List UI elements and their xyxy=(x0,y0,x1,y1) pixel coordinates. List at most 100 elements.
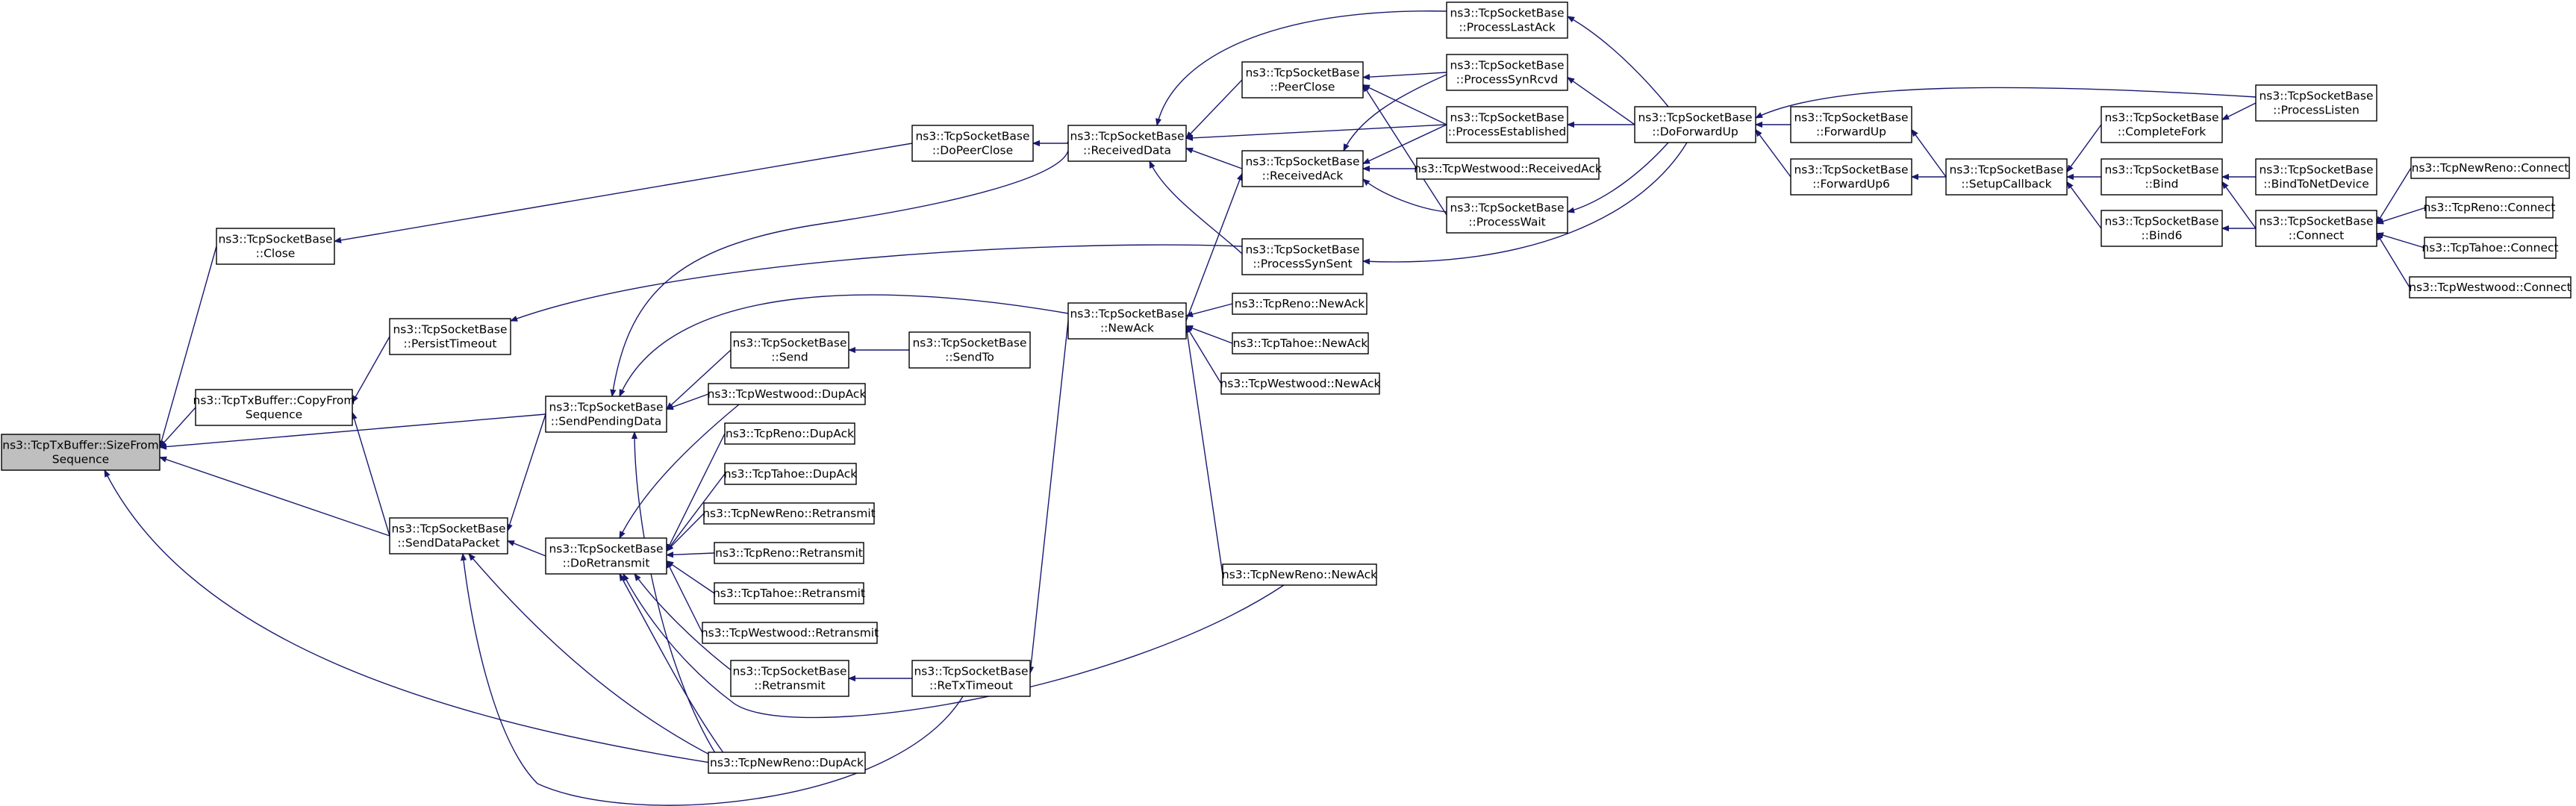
node-receivedack[interactable]: ns3::TcpSocketBase::ReceivedAck xyxy=(1241,150,1364,187)
edge-westwood_newack-to-newack xyxy=(1186,326,1222,384)
node-processsynrcvd[interactable]: ns3::TcpSocketBase::ProcessSynRcvd xyxy=(1446,54,1568,91)
node-send[interactable]: ns3::TcpSocketBase::Send xyxy=(730,331,849,369)
node-label: ::ReTxTimeout xyxy=(929,679,1013,693)
node-doforwardup[interactable]: ns3::TcpSocketBase::DoForwardUp xyxy=(1634,106,1756,143)
edge-newreno_connect-to-connect xyxy=(2377,167,2412,223)
node-completefork[interactable]: ns3::TcpSocketBase::CompleteFork xyxy=(2101,106,2223,143)
node-forwardup6[interactable]: ns3::TcpSocketBase::ForwardUp6 xyxy=(1790,158,1912,196)
node-label: ns3::TcpWestwood::Retransmit xyxy=(701,626,879,640)
node-retransmit[interactable]: ns3::TcpSocketBase::Retransmit xyxy=(730,660,849,697)
node-processlisten[interactable]: ns3::TcpSocketBase::ProcessListen xyxy=(2255,84,2377,122)
node-label: ns3::TcpReno::Retransmit xyxy=(715,546,863,560)
node-label: ns3::TcpTahoe::Retransmit xyxy=(713,587,865,600)
edge-processsynsent-to-persist xyxy=(511,244,1243,321)
edge-senddatapacket-to-copyfrom xyxy=(352,413,390,537)
node-label: ::DoRetransmit xyxy=(563,557,650,570)
node-box xyxy=(730,660,849,697)
node-westwood-receivedack[interactable]: ns3::TcpWestwood::ReceivedAck xyxy=(1414,157,1602,180)
node-label: ns3::TcpSocketBase xyxy=(1450,59,1564,72)
node-processestablished[interactable]: ns3::TcpSocketBase::ProcessEstablished xyxy=(1446,106,1568,143)
node-close[interactable]: ns3::TcpSocketBase::Close xyxy=(216,228,335,265)
node-setupcallback[interactable]: ns3::TcpSocketBase::SetupCallback xyxy=(1945,158,2068,196)
node-label: ns3::TcpSocketBase xyxy=(1245,243,1359,257)
edge-senddatapacket-to-sizefrom xyxy=(160,457,390,537)
edge-newack-to-sendpending xyxy=(619,294,1069,396)
node-box xyxy=(389,517,508,554)
node-label: ::PeerClose xyxy=(1270,81,1335,94)
node-tahoe-dupack[interactable]: ns3::TcpTahoe::DupAck xyxy=(724,463,858,485)
node-sendpending[interactable]: ns3::TcpSocketBase::SendPendingData xyxy=(545,396,667,433)
edge-reno_dupack-to-doretransmit xyxy=(666,433,726,551)
node-box xyxy=(1241,61,1364,99)
node-retxtimeout[interactable]: ns3::TcpSocketBase::ReTxTimeout xyxy=(911,660,1031,697)
node-label: ns3::TcpSocketBase xyxy=(549,401,663,414)
node-label: ::CompleteFork xyxy=(2118,125,2206,139)
node-senddatapacket[interactable]: ns3::TcpSocketBase::SendDataPacket xyxy=(389,517,508,554)
node-processsynsent[interactable]: ns3::TcpSocketBase::ProcessSynSent xyxy=(1241,238,1364,275)
node-newreno-newack[interactable]: ns3::TcpNewReno::NewAck xyxy=(1222,563,1377,586)
edge-newack-to-receivedack xyxy=(1185,174,1243,322)
node-persist[interactable]: ns3::TcpSocketBase::PersistTimeout xyxy=(389,318,511,355)
node-sendto[interactable]: ns3::TcpSocketBase::SendTo xyxy=(908,331,1031,369)
node-box xyxy=(216,228,335,265)
edge-retransmit-to-doretransmit xyxy=(634,574,734,672)
node-reno-newack[interactable]: ns3::TcpReno::NewAck xyxy=(1232,293,1367,315)
edge-receivedack-to-receiveddata xyxy=(1186,149,1243,169)
node-peerclose[interactable]: ns3::TcpSocketBase::PeerClose xyxy=(1241,61,1364,99)
node-processwait[interactable]: ns3::TcpSocketBase::ProcessWait xyxy=(1446,196,1568,234)
node-newreno-retransmit[interactable]: ns3::TcpNewReno::Retransmit xyxy=(702,502,876,525)
node-box xyxy=(724,422,855,445)
node-label: ns3::TcpTxBuffer::CopyFrom xyxy=(193,394,355,407)
edge-copyfrom-to-sizefrom xyxy=(160,407,196,447)
node-bindtonetdevice[interactable]: ns3::TcpSocketBase::BindToNetDevice xyxy=(2255,158,2377,196)
node-label: ::BindToNetDevice xyxy=(2263,178,2369,191)
node-forwardup[interactable]: ns3::TcpSocketBase::ForwardUp xyxy=(1790,106,1912,143)
node-processlastack[interactable]: ns3::TcpSocketBase::ProcessLastAck xyxy=(1446,1,1568,39)
node-reno-dupack[interactable]: ns3::TcpReno::DupAck xyxy=(724,422,855,445)
node-bind[interactable]: ns3::TcpSocketBase::Bind xyxy=(2101,158,2223,196)
node-label: ns3::TcpSocketBase xyxy=(2259,215,2373,228)
node-box xyxy=(703,502,875,525)
node-westwood-dupack[interactable]: ns3::TcpWestwood::DupAck xyxy=(708,383,867,405)
node-box xyxy=(1446,106,1568,143)
edge-westwood_dupack-to-sendpending xyxy=(667,393,709,409)
node-box xyxy=(2101,106,2223,143)
node-label: ::ReceivedData xyxy=(1083,144,1171,157)
node-westwood-retransmit[interactable]: ns3::TcpWestwood::Retransmit xyxy=(701,622,879,644)
edge-newreno_newack-to-newack xyxy=(1186,326,1223,575)
edge-newreno_dupack-to-doretransmit xyxy=(619,574,725,755)
node-connect[interactable]: ns3::TcpSocketBase::Connect xyxy=(2255,210,2377,247)
node-westwood-connect[interactable]: ns3::TcpWestwood::Connect xyxy=(2409,276,2572,299)
node-label: ns3::TcpWestwood::Connect xyxy=(2409,281,2572,294)
node-dopeerclose[interactable]: ns3::TcpSocketBase::DoPeerClose xyxy=(911,125,1034,162)
node-label: ns3::TcpSocketBase xyxy=(1450,202,1564,215)
edge-setupcallback-to-forwardup xyxy=(1912,130,1947,178)
node-box xyxy=(702,622,878,644)
node-tahoe-connect[interactable]: ns3::TcpTahoe::Connect xyxy=(2421,237,2559,259)
node-bind6[interactable]: ns3::TcpSocketBase::Bind6 xyxy=(2101,210,2223,247)
node-newreno-dupack[interactable]: ns3::TcpNewReno::DupAck xyxy=(708,752,866,774)
edge-processlastack-to-receiveddata xyxy=(1157,10,1447,125)
node-box xyxy=(1634,106,1756,143)
node-box xyxy=(2255,158,2377,196)
node-doretransmit[interactable]: ns3::TcpSocketBase::DoRetransmit xyxy=(545,537,667,575)
node-reno-retransmit[interactable]: ns3::TcpReno::Retransmit xyxy=(714,542,864,564)
node-reno-connect[interactable]: ns3::TcpReno::Connect xyxy=(2424,196,2556,219)
node-westwood-newack[interactable]: ns3::TcpWestwood::NewAck xyxy=(1220,372,1381,395)
node-label: ::Bind6 xyxy=(2142,229,2183,243)
node-newack[interactable]: ns3::TcpSocketBase::NewAck xyxy=(1067,302,1187,340)
edge-processwait-to-peerclose xyxy=(1363,85,1447,216)
edge-processestablished-to-peerclose xyxy=(1363,84,1447,125)
node-newreno-connect[interactable]: ns3::TcpNewReno::Connect xyxy=(2410,157,2570,179)
node-box xyxy=(1241,150,1364,187)
node-tahoe-newack[interactable]: ns3::TcpTahoe::NewAck xyxy=(1232,332,1369,354)
node-receiveddata[interactable]: ns3::TcpSocketBase::ReceivedData xyxy=(1067,125,1187,162)
edge-close-to-sizefrom xyxy=(160,246,217,447)
node-box xyxy=(2409,276,2572,299)
node-label: ns3::TcpWestwood::DupAck xyxy=(708,387,867,401)
node-tahoe-retransmit[interactable]: ns3::TcpTahoe::Retransmit xyxy=(713,582,865,604)
edge-westwood_retransmit-to-doretransmit xyxy=(666,561,703,634)
edge-doretransmit-to-senddatapacket xyxy=(508,540,546,557)
